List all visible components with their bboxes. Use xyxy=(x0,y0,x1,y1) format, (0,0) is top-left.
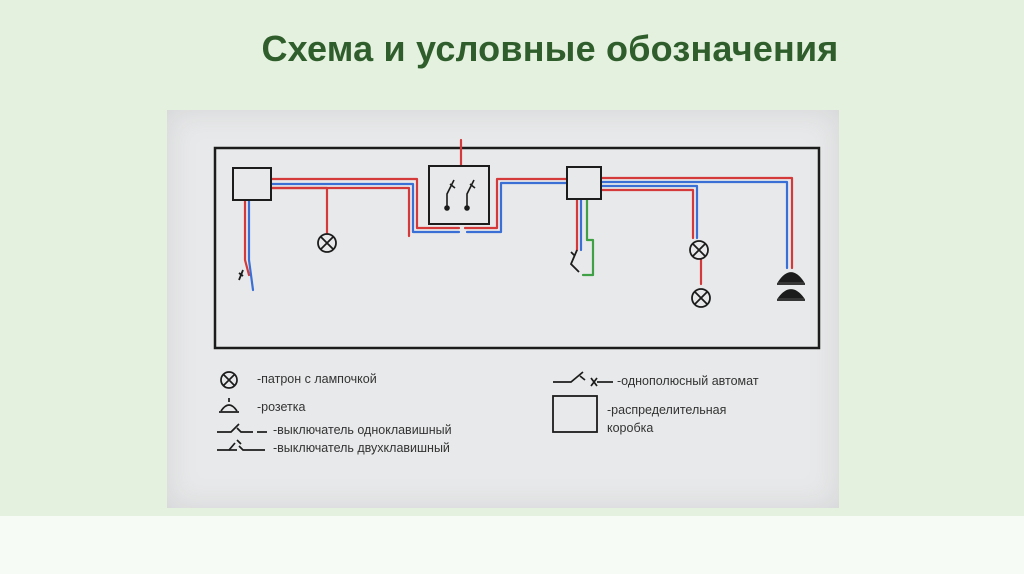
slide-title: Схема и условные обозначения xyxy=(261,28,839,69)
lamp-right-lower xyxy=(691,288,711,308)
double-switch-box xyxy=(428,165,490,225)
single-switch-icon xyxy=(217,423,267,433)
legend-junction-box-label-2: коробка xyxy=(607,421,654,435)
wire-left-box-red xyxy=(269,177,461,230)
wire-left-lamp-red xyxy=(269,186,329,237)
wires xyxy=(243,138,794,292)
lamp-icon xyxy=(220,371,238,389)
legend-lamp-label: -патрон с лампочкой xyxy=(257,372,377,386)
socket-lower xyxy=(777,289,805,301)
wire-left-box-blue xyxy=(269,182,461,234)
legend-socket-label: -розетка xyxy=(257,400,306,414)
lamp-left xyxy=(317,233,337,253)
legend-single-switch-label: -выключатель одноклавишный xyxy=(273,423,452,437)
wire-right-box-blue xyxy=(465,181,569,234)
wire-right-box-red xyxy=(463,177,569,230)
socket-icon xyxy=(219,398,239,413)
wire-left-switch-blue xyxy=(247,196,255,292)
breaker-icon xyxy=(553,371,613,387)
legend-junction-box-label-1: -распределительная xyxy=(607,403,727,417)
wiring-diagram-photo: -патрон с лампочкой -розетка -выключател… xyxy=(167,110,839,508)
wire-left-switch-red xyxy=(243,196,251,277)
junction-box-right xyxy=(566,166,602,200)
wire-right-blue-2 xyxy=(599,184,699,240)
wire-right-red-2 xyxy=(599,188,695,240)
legend-breaker-label: -однополюсный автомат xyxy=(617,374,759,388)
slide-footer-band xyxy=(0,516,1024,574)
socket-upper xyxy=(777,272,805,285)
room-outline xyxy=(213,146,821,350)
legend-double-switch-label: -выключатель двухклавишный xyxy=(273,441,450,455)
left-switch-symbol xyxy=(238,269,244,281)
wire-right-blue xyxy=(599,180,789,270)
wire-left-box-red-2 xyxy=(269,186,411,238)
lamp-right-upper xyxy=(689,240,709,260)
junction-box-icon xyxy=(552,395,598,433)
wiring-diagram xyxy=(213,138,821,451)
wire-right-red xyxy=(599,176,794,270)
right-switch-symbol xyxy=(569,249,580,273)
junction-box-left xyxy=(232,167,272,201)
double-switch-icon xyxy=(217,439,265,451)
wire-right-switch-green xyxy=(581,196,595,277)
